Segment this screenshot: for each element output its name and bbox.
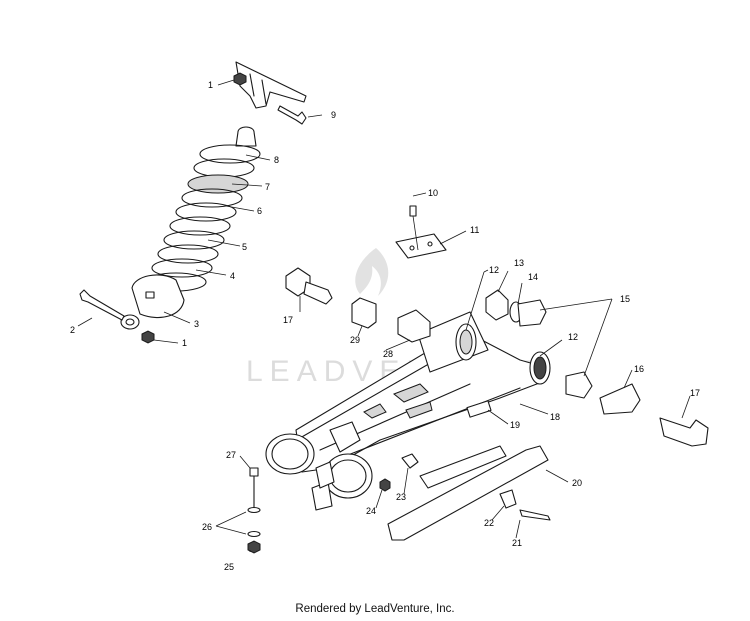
callout-24: 24 — [366, 506, 376, 516]
slide-rail — [387, 445, 551, 541]
callout-27: 27 — [226, 450, 236, 460]
callout-6: 6 — [257, 206, 262, 216]
bottom-hardware — [247, 453, 419, 554]
callout-12-top: 12 — [489, 265, 499, 275]
pivot-hardware — [285, 205, 447, 343]
leader-lines — [77, 79, 691, 552]
callout-3: 3 — [194, 319, 199, 329]
callout-1-bottom: 1 — [182, 338, 187, 348]
callout-12-right: 12 — [568, 332, 578, 342]
callout-17-left: 17 — [283, 315, 293, 325]
callout-19: 19 — [510, 420, 520, 430]
callout-25: 25 — [224, 562, 234, 572]
callout-18: 18 — [550, 412, 560, 422]
right-hardware — [485, 289, 709, 447]
callout-14: 14 — [528, 272, 538, 282]
callout-28: 28 — [383, 349, 393, 359]
callout-4: 4 — [230, 271, 235, 281]
callout-17-right: 17 — [690, 388, 700, 398]
swing-arm — [265, 311, 551, 511]
callout-22: 22 — [484, 518, 494, 528]
callout-7: 7 — [265, 182, 270, 192]
callout-10: 10 — [428, 188, 438, 198]
footer-credit: Rendered by LeadVenture, Inc. — [295, 603, 455, 615]
callout-16: 16 — [634, 364, 644, 374]
callout-9: 9 — [331, 110, 336, 120]
watermark-flame-icon — [355, 248, 389, 296]
callout-1-top: 1 — [208, 80, 213, 90]
shock-assembly — [79, 61, 307, 344]
callout-11: 11 — [470, 225, 479, 235]
spring — [145, 144, 261, 292]
callout-29: 29 — [350, 335, 360, 345]
callout-8: 8 — [274, 155, 279, 165]
callout-23: 23 — [396, 492, 406, 502]
callout-5: 5 — [242, 242, 247, 252]
callout-15: 15 — [620, 294, 630, 304]
callouts: 1 1 2 3 4 5 6 7 8 9 10 11 12 12 13 14 15… — [70, 80, 700, 572]
callout-20: 20 — [572, 478, 582, 488]
callout-26: 26 — [202, 522, 212, 532]
callout-13: 13 — [514, 258, 524, 268]
callout-2: 2 — [70, 325, 75, 335]
callout-21: 21 — [512, 538, 522, 548]
